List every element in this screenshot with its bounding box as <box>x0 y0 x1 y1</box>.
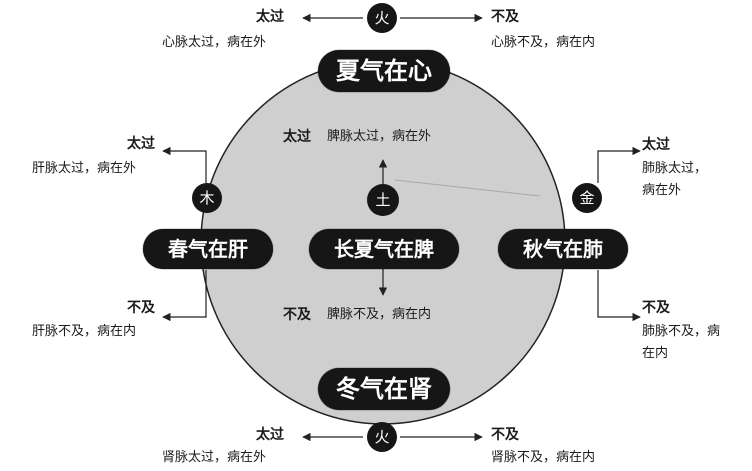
summer-element-badge: 火 <box>367 3 397 33</box>
autumn-deficient-label: 不及 <box>642 300 670 316</box>
late-summer-element-badge: 土 <box>367 184 399 216</box>
spring-excess-desc: 肝脉太过，病在外 <box>32 161 137 176</box>
left-bracket-bottom <box>162 270 207 322</box>
late-summer-excess-desc: 脾脉太过，病在外 <box>327 129 432 144</box>
winter-excess-label: 太过 <box>256 427 284 443</box>
late-summer-title-pill: 长夏气在脾 <box>309 229 459 269</box>
winter-title-pill: 冬气在肾 <box>318 368 450 410</box>
late-summer-deficient-desc: 脾脉不及，病在内 <box>327 307 432 322</box>
spring-deficient-label: 不及 <box>127 300 155 316</box>
summer-deficient-label: 不及 <box>491 9 519 25</box>
autumn-excess-desc-line1: 肺脉太过， <box>642 161 708 176</box>
spring-element-badge: 木 <box>192 183 222 213</box>
autumn-excess-label: 太过 <box>642 137 670 153</box>
spring-excess-label: 太过 <box>127 136 155 152</box>
autumn-title-pill: 秋气在肺 <box>498 229 628 269</box>
winter-deficient-label: 不及 <box>491 427 519 443</box>
faint-streak <box>394 179 541 197</box>
summer-deficient-desc: 心脉不及，病在内 <box>491 35 596 50</box>
autumn-excess-desc-line2: 病在外 <box>642 183 682 198</box>
spring-title-pill: 春气在肝 <box>143 229 273 269</box>
late-summer-excess-label: 太过 <box>283 129 311 145</box>
right-bracket-bottom <box>597 270 641 322</box>
winter-element-badge: 火 <box>367 422 397 452</box>
winter-deficient-desc: 肾脉不及，病在内 <box>491 450 596 465</box>
spring-deficient-desc: 肝脉不及，病在内 <box>32 324 137 339</box>
autumn-deficient-desc-line2: 在内 <box>642 346 669 361</box>
left-bracket-top <box>162 146 207 183</box>
autumn-deficient-desc-line1: 肺脉不及，病 <box>642 324 721 339</box>
summer-title-pill: 夏气在心 <box>318 50 450 92</box>
winter-excess-desc: 肾脉太过，病在外 <box>162 450 267 465</box>
summer-excess-label: 太过 <box>256 9 284 25</box>
right-bracket-top <box>597 146 641 183</box>
summer-excess-desc: 心脉太过，病在外 <box>162 35 267 50</box>
late-summer-deficient-label: 不及 <box>283 307 311 323</box>
autumn-element-badge: 金 <box>572 183 602 213</box>
